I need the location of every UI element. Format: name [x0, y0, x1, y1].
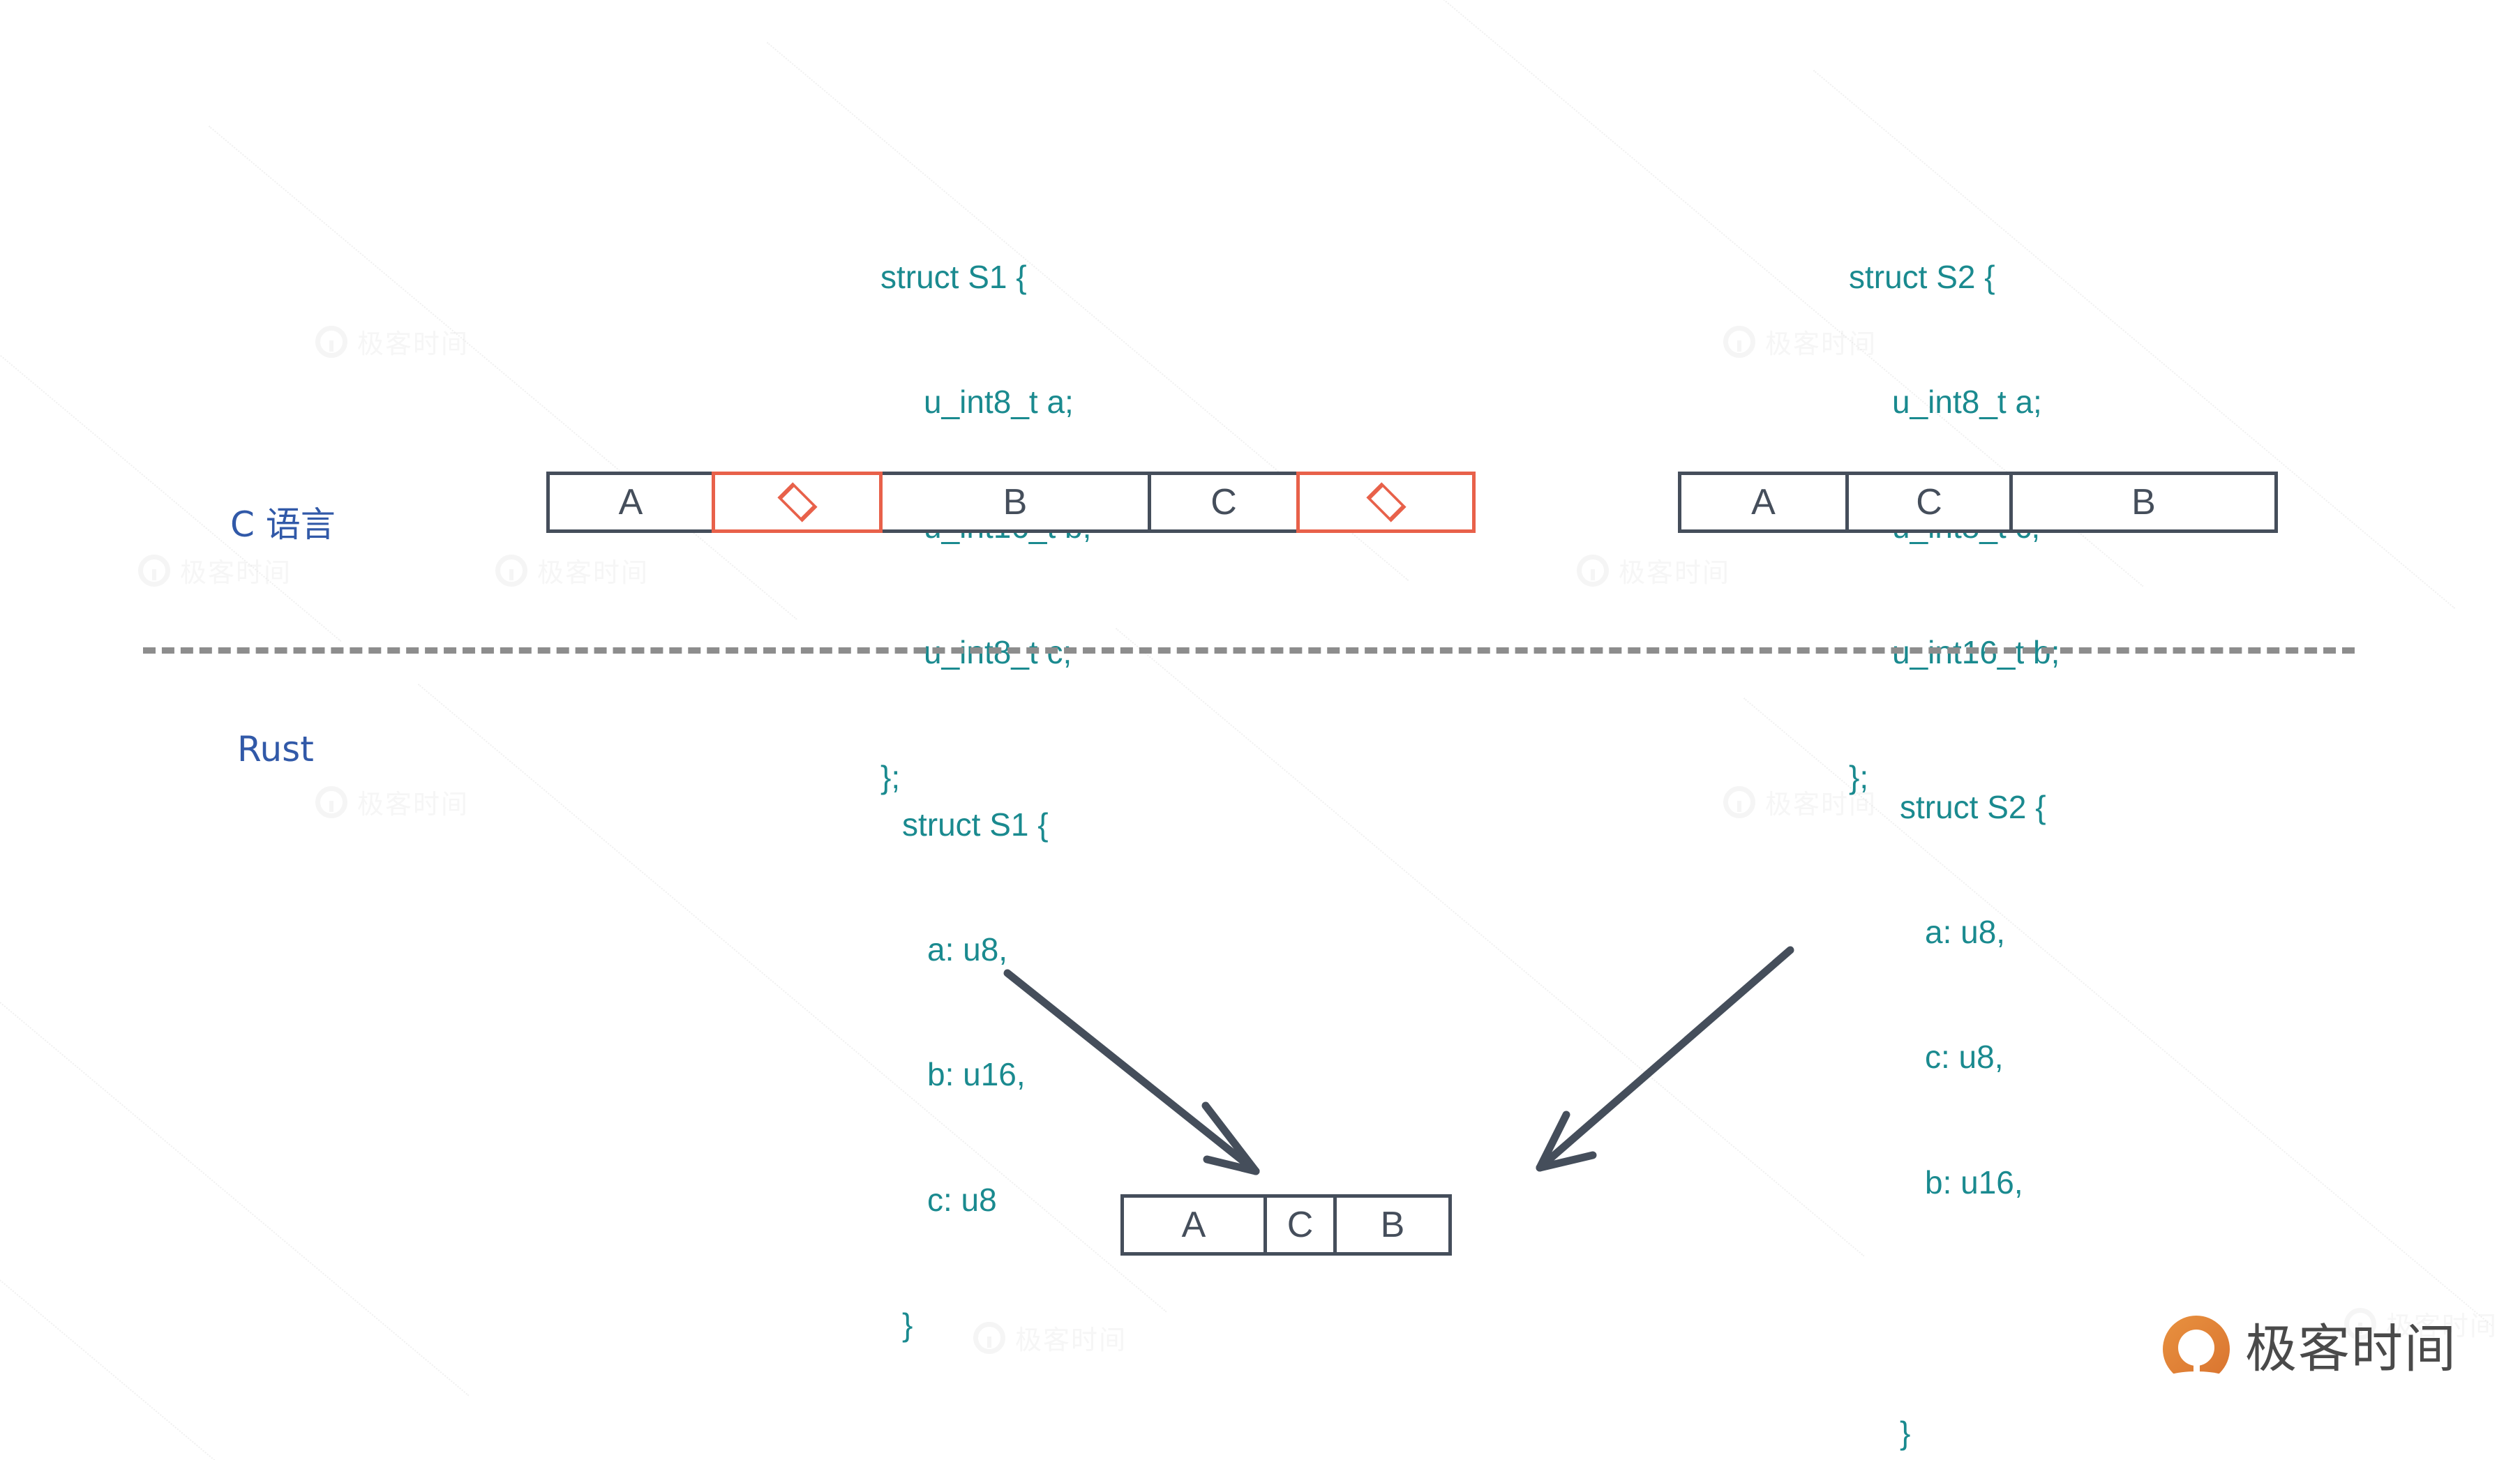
brand-logo: 极客时间 — [2160, 1316, 2457, 1392]
diamond-icon — [777, 482, 818, 522]
memory-cell-label: A — [618, 482, 643, 522]
code-line: } — [1900, 1414, 1911, 1451]
memory-cell-field: A — [1678, 472, 1849, 533]
c-struct-s1-memory-layout: A B C — [546, 472, 1476, 533]
memory-cell-label: B — [1003, 482, 1028, 522]
diamond-icon — [1365, 482, 1407, 522]
code-line: a: u8, — [927, 931, 1008, 968]
memory-cell-label: A — [1181, 1205, 1206, 1245]
memory-cell-label: C — [1210, 482, 1237, 522]
memory-cell-field: B — [1333, 1194, 1452, 1256]
code-line: }; — [1849, 759, 1869, 796]
memory-cell-field: A — [1120, 1194, 1267, 1256]
memory-cell-padding — [712, 472, 883, 533]
code-line: struct S1 { — [880, 258, 1027, 295]
memory-cell-field: C — [1148, 472, 1300, 533]
rust-struct-s2-code: struct S2 { a: u8, c: u8, b: u16, } — [1900, 703, 2046, 1460]
code-line: b: u16, — [1925, 1164, 2023, 1201]
arrow-down-left-icon — [1536, 946, 1794, 1172]
memory-cell-label: B — [1380, 1205, 1405, 1245]
code-line: struct S2 { — [1849, 258, 1995, 295]
memory-cell-field: A — [546, 472, 715, 533]
code-blank-line — [1900, 1287, 2046, 1329]
code-line: a: u8, — [1925, 913, 2006, 950]
memory-cell-field: C — [1845, 472, 2013, 533]
code-line: u_int8_t a; — [924, 383, 1074, 420]
memory-cell-label: C — [1287, 1205, 1314, 1245]
memory-cell-field: B — [2009, 472, 2278, 533]
section-label-c: C 语言 — [230, 504, 336, 545]
memory-cell-padding — [1296, 472, 1476, 533]
code-line: u_int8_t a; — [1892, 383, 2042, 420]
code-line: } — [902, 1307, 913, 1344]
memory-cell-label: A — [1751, 482, 1776, 522]
rust-struct-s1-code: struct S1 { a: u8, b: u16, c: u8 } — [902, 721, 1049, 1430]
code-line: c: u8, — [1925, 1039, 2004, 1076]
memory-cell-label: C — [1916, 482, 1942, 522]
memory-cell-field: C — [1263, 1194, 1337, 1256]
code-line: }; — [880, 759, 901, 796]
memory-cell-field: B — [879, 472, 1151, 533]
code-line: struct S2 { — [1900, 788, 2046, 825]
geektime-pin-icon — [2160, 1316, 2233, 1392]
section-divider — [143, 647, 2355, 654]
memory-cell-label: B — [2131, 482, 2156, 522]
section-label-rust: Rust — [237, 729, 314, 769]
code-line: c: u8 — [927, 1181, 997, 1218]
code-line: struct S1 { — [902, 806, 1049, 843]
code-line: b: u16, — [927, 1056, 1026, 1093]
brand-name: 极客时间 — [2245, 1319, 2457, 1379]
